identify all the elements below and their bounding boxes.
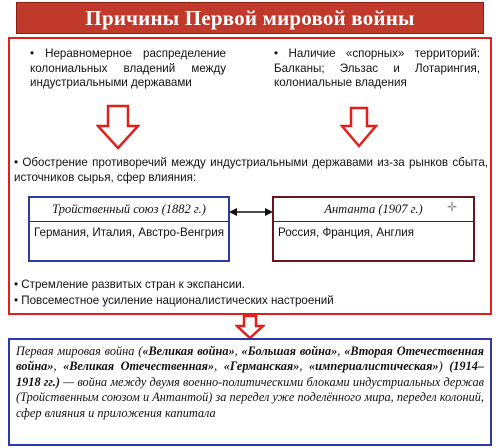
definition-years: (1914–1918 гг.)	[16, 359, 485, 389]
name-second-patriotic: «Вторая Отечественная война»	[16, 344, 484, 374]
triple-alliance-heading: Тройственный союз (1882 г.)	[52, 202, 206, 216]
cause-contradictions: Обострение противоречий между индустриал…	[14, 156, 488, 185]
cause-nationalism: Повсеместное усиление националистических…	[14, 294, 484, 309]
war-definition: Первая мировая война («Великая война», «…	[8, 338, 492, 446]
triple-alliance-box: Тройственный союз (1882 г.) Германия, Ит…	[28, 196, 230, 262]
triple-alliance-members: Германия, Италия, Австро-Венгрия	[34, 226, 224, 239]
cause-disputed-territories: Наличие «спорных» территорий: Балканы; Э…	[274, 47, 480, 91]
name-german: «Германская»	[223, 359, 300, 374]
down-arrow-center-icon	[235, 314, 265, 340]
name-imperialist: «империалистическая»	[308, 359, 439, 374]
name-big-war: «Большая война»	[241, 344, 338, 358]
definition-sep: ,	[234, 344, 242, 358]
entente-box: Антанта (1907 г.) ✛ Россия, Франция, Анг…	[272, 196, 475, 262]
name-great-war: «Великая война»	[142, 344, 235, 358]
entente-divider	[274, 221, 473, 222]
entente-heading: Антанта (1907 г.)	[324, 202, 423, 216]
definition-intro: Первая мировая война (	[16, 344, 143, 358]
cause-expansion: Стремление развитых стран к экспансии.	[14, 278, 484, 293]
cause-colonial-distribution: Неравномерное распределение колониальных…	[30, 47, 226, 91]
causes-frame	[8, 37, 492, 315]
definition-sep: ,	[299, 359, 309, 374]
definition-body: — война между двумя военно-политическими…	[16, 374, 484, 420]
definition-sep: ,	[337, 344, 345, 358]
definition-sep: ,	[53, 359, 64, 374]
entente-members: Россия, Франция, Англия	[278, 226, 415, 239]
diagram-title: Причины Первой мировой войны	[85, 5, 415, 30]
definition-sep: ,	[214, 359, 224, 374]
definition-close-paren: )	[438, 359, 450, 374]
opposition-arrow-icon	[229, 208, 273, 216]
crosshair-icon: ✛	[446, 200, 457, 214]
triple-alliance-divider	[30, 221, 228, 222]
name-great-patriotic: «Великая Отечественная»	[63, 359, 215, 374]
down-arrow-left-icon	[96, 104, 140, 150]
title-banner: Причины Первой мировой войны	[16, 2, 484, 34]
down-arrow-right-icon	[340, 106, 378, 148]
